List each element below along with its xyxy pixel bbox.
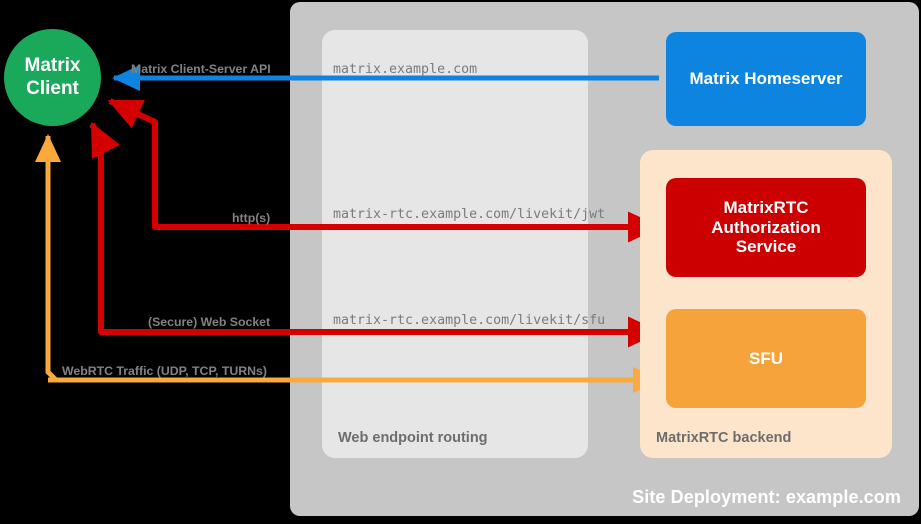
auth-service-label-line3: Service (735, 237, 797, 257)
sfu-label: SFU (749, 348, 783, 368)
matrix-homeserver-label: Matrix Homeserver (689, 69, 843, 89)
flow-label-client-server-api: Matrix Client-Server API (131, 62, 271, 76)
endpoint-label-sfu: matrix-rtc.example.com/livekit/sfu (333, 313, 606, 328)
matrix-client-label-line1: Matrix (24, 55, 81, 77)
matrixrtc-backend-label: MatrixRTC backend (656, 430, 792, 446)
matrix-client-label-line2: Client (26, 77, 79, 99)
auth-service-label-line1: MatrixRTC (723, 197, 809, 217)
endpoint-label-jwt: matrix-rtc.example.com/livekit/jwt (333, 207, 606, 222)
auth-service-label-line2: Authorization (711, 217, 821, 237)
flow-https (107, 98, 662, 243)
web-endpoint-routing-container: Web endpoint routing (322, 30, 588, 458)
node-matrixrtc-authorization-service[interactable]: MatrixRTC Authorization Service (666, 178, 866, 277)
flow-label-websocket: (Secure) Web Socket (148, 315, 271, 329)
node-matrix-client[interactable]: Matrix Client (4, 29, 101, 126)
flow-label-https: http(s) (232, 211, 271, 225)
site-deployment-caption-wrap: Site Deployment: example.com (290, 2, 919, 516)
flow-webrtc (35, 133, 662, 393)
flow-websocket (89, 121, 662, 348)
endpoint-label-homeserver: matrix.example.com (333, 62, 478, 77)
web-endpoint-routing-label: Web endpoint routing (338, 430, 488, 446)
flow-label-webrtc: WebRTC Traffic (UDP, TCP, TURNs) (62, 364, 267, 378)
node-matrix-homeserver[interactable]: Matrix Homeserver (666, 32, 866, 126)
site-deployment-label: Site Deployment: example.com (632, 487, 901, 507)
node-sfu[interactable]: SFU (666, 309, 866, 408)
